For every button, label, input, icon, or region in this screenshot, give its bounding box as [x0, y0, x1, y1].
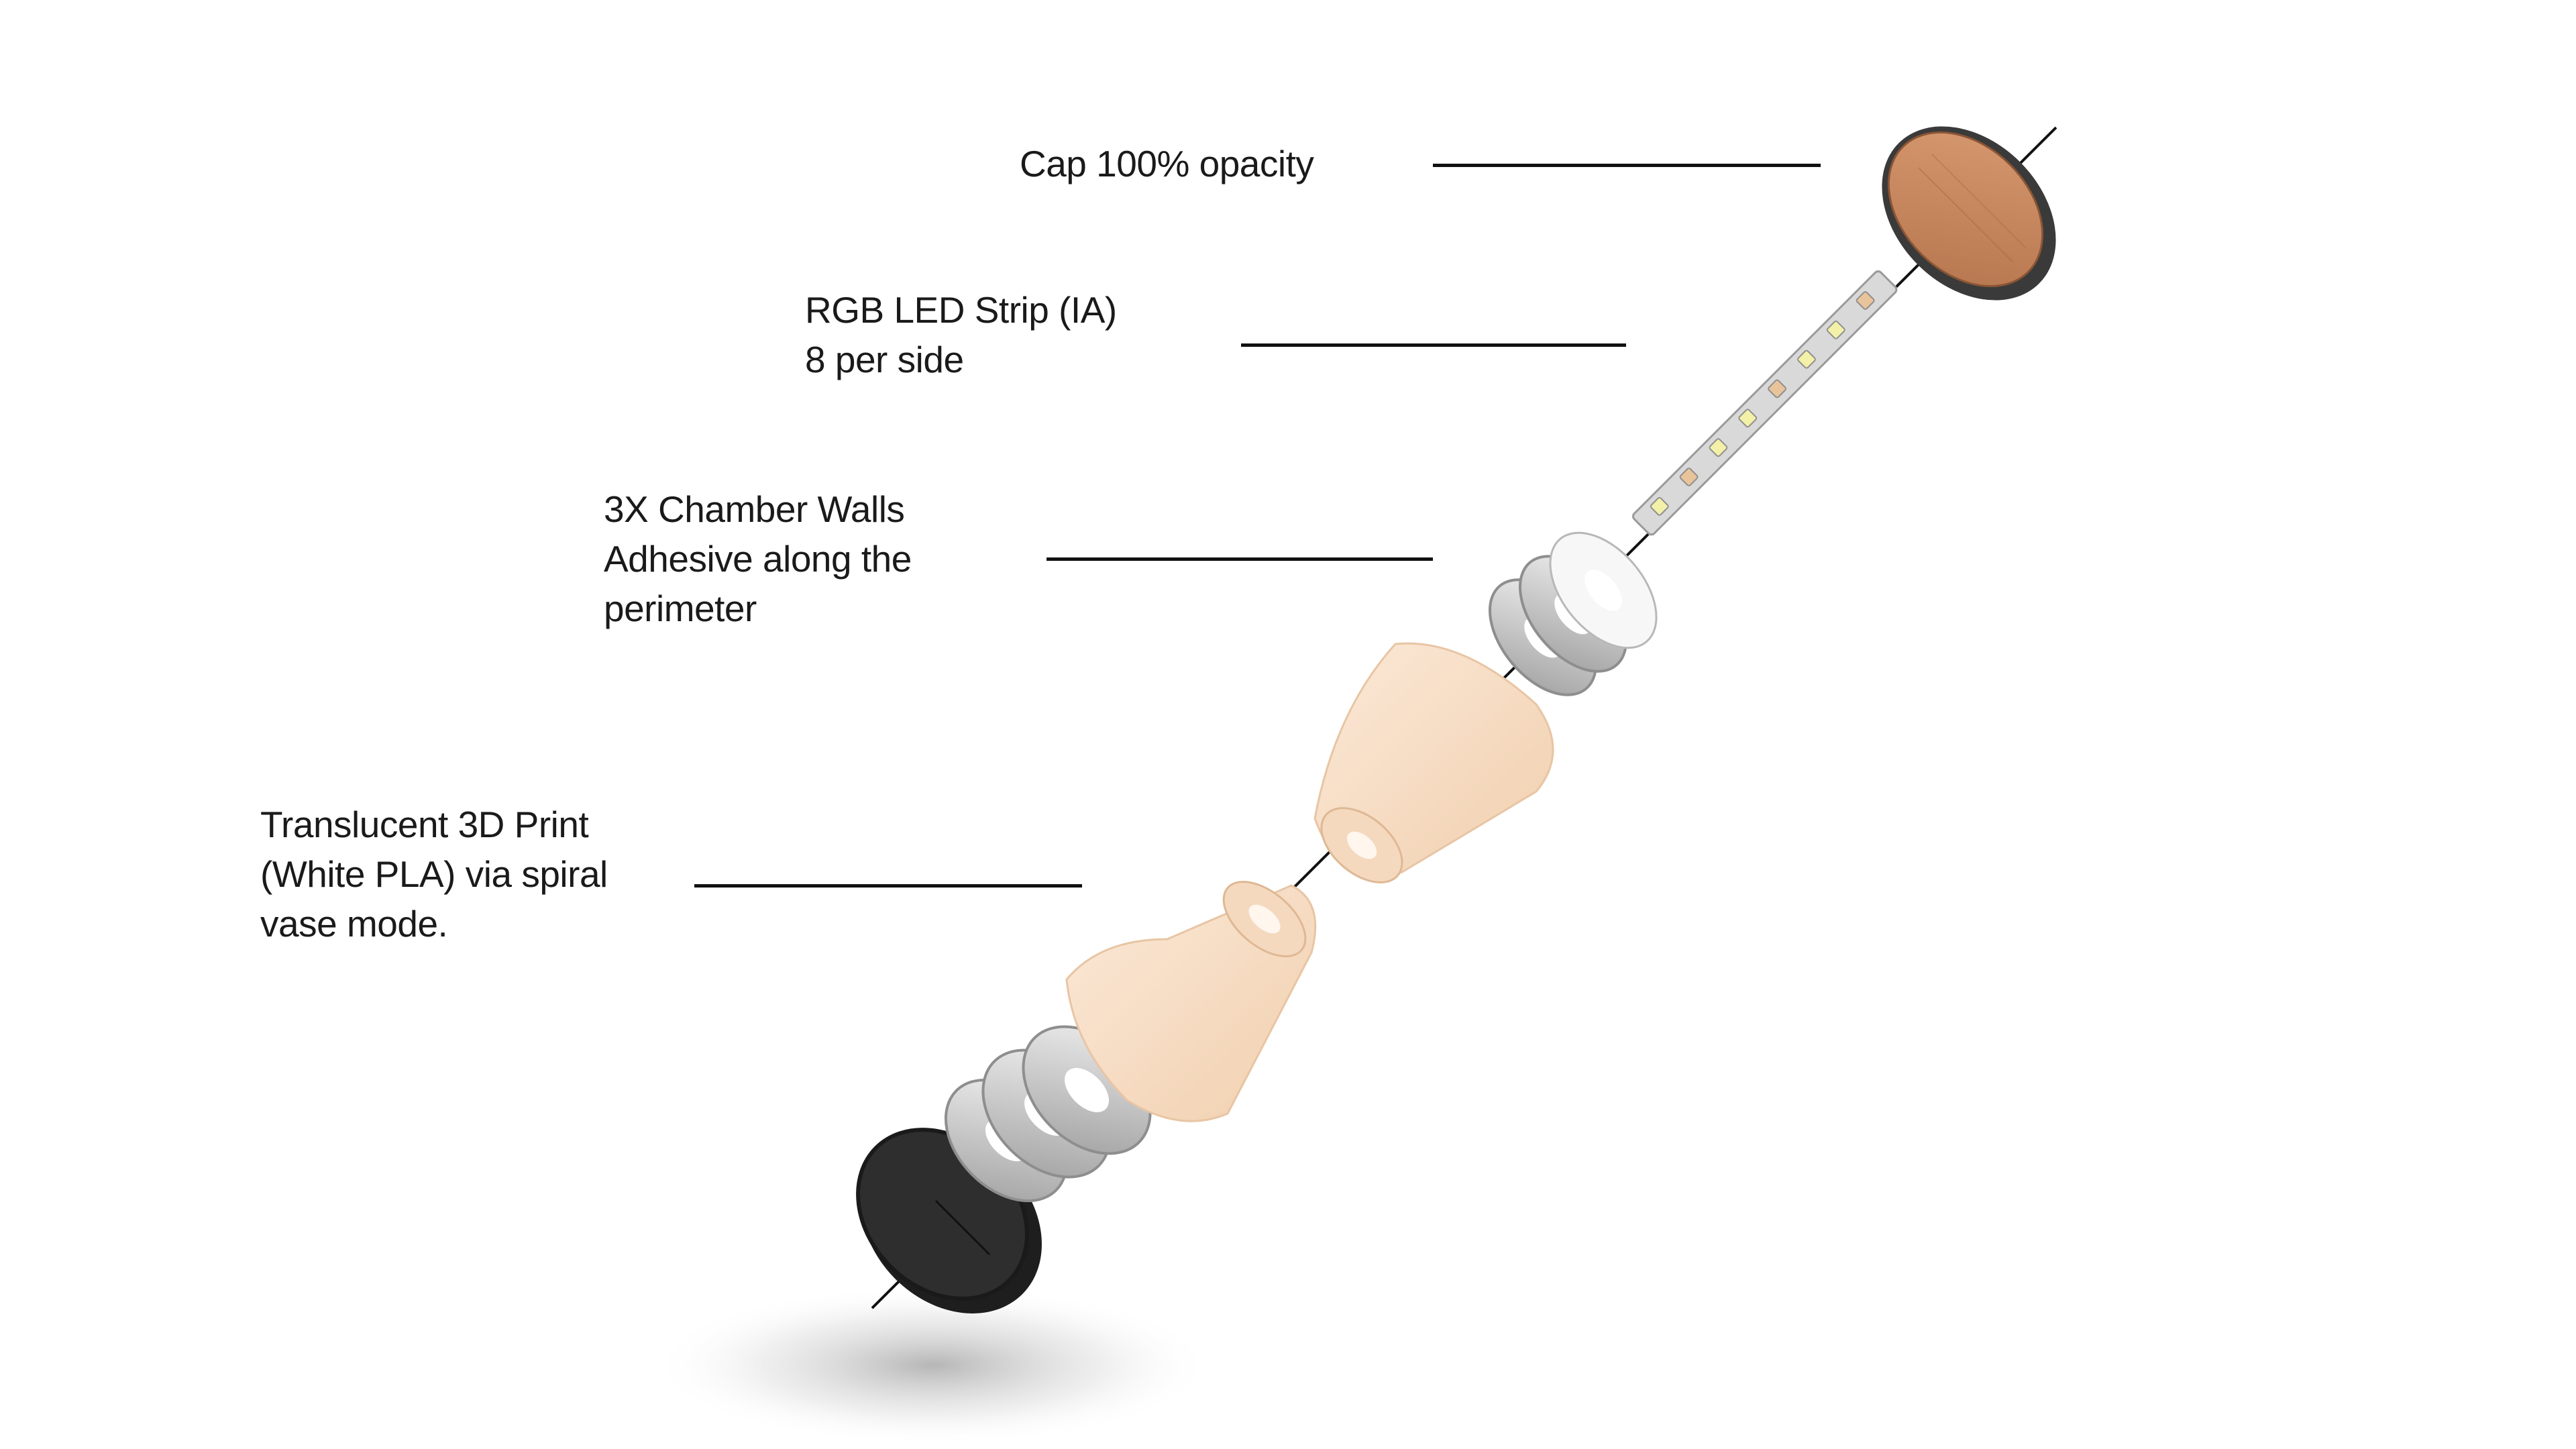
upper-chamber-wall-rings — [1488, 531, 1658, 696]
led-chip — [1709, 438, 1728, 458]
top-cap — [1882, 126, 2056, 301]
led-chip — [1738, 409, 1758, 428]
label-chamber-walls-line-3: perimeter — [604, 588, 757, 629]
label-translucent-print-line-3: vase mode. — [260, 903, 448, 945]
leader-line-cap — [1433, 164, 1821, 167]
label-led-strip-line-2: 8 per side — [805, 339, 964, 380]
label-cap: Cap 100% opacity — [1020, 139, 1314, 189]
led-chip — [1856, 291, 1875, 310]
led-chip — [1679, 468, 1699, 486]
leader-line-led-strip — [1241, 343, 1626, 347]
label-chamber-walls-line-2: Adhesive along the — [604, 538, 912, 580]
leader-line-chamber-walls — [1046, 557, 1433, 561]
upper-translucent-shade — [1313, 642, 1554, 883]
label-cap-line-1: Cap 100% opacity — [1020, 143, 1314, 184]
rgb-led-strip — [1631, 270, 1898, 536]
led-chip — [1650, 496, 1669, 516]
lower-chamber-wall-rings — [944, 1025, 1152, 1203]
led-chip — [1826, 320, 1845, 339]
floor-shadow — [651, 1285, 1214, 1446]
lower-translucent-shade — [1065, 880, 1317, 1122]
led-chip — [1797, 350, 1816, 369]
leader-line-translucent-print — [694, 884, 1082, 888]
label-chamber-walls-line-1: 3X Chamber Walls — [604, 488, 905, 530]
label-translucent-print-line-2: (White PLA) via spiral — [260, 853, 608, 895]
label-translucent-print: Translucent 3D Print (White PLA) via spi… — [260, 800, 608, 949]
label-translucent-print-line-1: Translucent 3D Print — [260, 804, 589, 845]
label-led-strip-line-1: RGB LED Strip (IA) — [805, 289, 1117, 331]
label-chamber-walls: 3X Chamber Walls Adhesive along the peri… — [604, 484, 912, 633]
label-led-strip: RGB LED Strip (IA) 8 per side — [805, 285, 1117, 384]
led-chip — [1768, 379, 1786, 398]
